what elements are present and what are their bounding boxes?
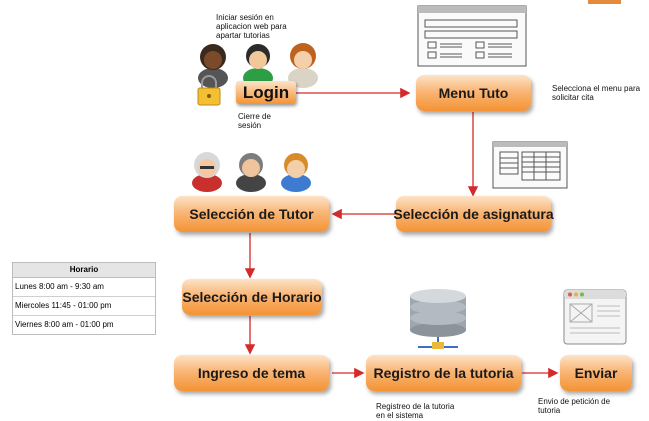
note-line: tutoria [538, 406, 561, 415]
horario-header: Horario [13, 263, 155, 278]
note-line: aplicacion web para [216, 22, 287, 31]
note-iniciar-sesion: Iniciar sesión en aplicacion web para ap… [216, 13, 287, 40]
tutor-male-icon [236, 153, 266, 192]
seleccion-tutor-node: Selección de Tutor [174, 196, 329, 232]
horario-row: Miercoles 11:45 - 01:00 pm [13, 297, 155, 316]
student-female-dark-icon [198, 44, 228, 88]
note-line: solicitar cita [552, 93, 594, 102]
note-line: Cierre de [238, 112, 271, 121]
corner-tab [588, 0, 621, 4]
student-female-icon [288, 43, 318, 88]
note-line: Registreo de la tutoria [376, 402, 455, 411]
tutor-young-icon [281, 153, 311, 192]
note-line: apartar tutorias [216, 31, 270, 40]
menu-tuto-node: Menu Tuto [416, 75, 531, 111]
tutor-elder-female-icon [192, 152, 222, 192]
note-line: sesión [238, 121, 262, 130]
note-line: Envio de petición de [538, 397, 611, 406]
seleccion-asignatura-node: Selección de asignatura [393, 196, 554, 232]
horario-row: Lunes 8:00 am - 9:30 am [13, 278, 155, 297]
registro-tutoria-node: Registro de la tutoria [366, 355, 521, 391]
horario-table: Horario Lunes 8:00 am - 9:30 am Miercole… [12, 262, 156, 335]
login-node: Login [236, 81, 296, 104]
lock-icon [197, 75, 221, 106]
note-registro: Registreo de la tutoria en el sistema [376, 402, 454, 420]
horario-row: Viernes 8:00 am - 01:00 pm [15, 320, 114, 329]
seleccion-horario-node: Selección de Horario [182, 279, 322, 315]
note-cierre-sesion: Cierre de sesión [238, 112, 271, 130]
note-selecciona-menu: Selecciona el menu para solicitar cita [552, 84, 640, 102]
note-line: Selecciona el menu para [552, 84, 641, 93]
ingreso-tema-node: Ingreso de tema [174, 355, 329, 391]
enviar-node: Enviar [560, 355, 632, 391]
note-line: en el sistema [376, 411, 424, 420]
note-line: Iniciar sesión en [216, 13, 274, 22]
note-envio: Envio de petición de tutoria [538, 397, 610, 415]
